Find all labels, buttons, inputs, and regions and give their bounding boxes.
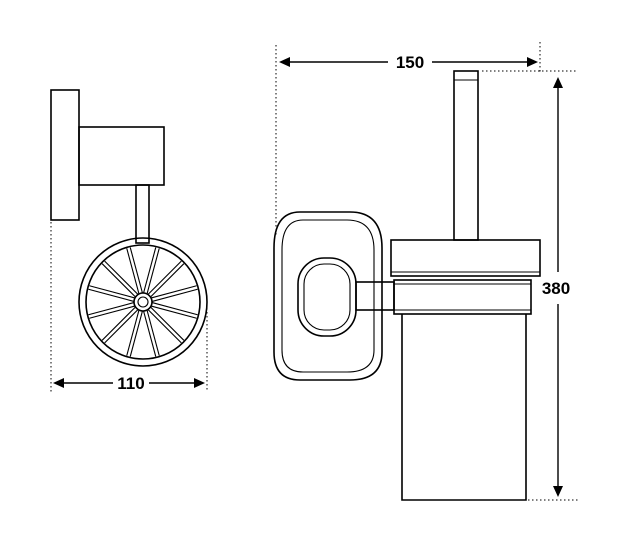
side-spoke-6-1: [88, 288, 134, 302]
side-spoke-0-0: [151, 305, 197, 319]
side-view: [50, 89, 208, 392]
side-spoke-4-0: [101, 306, 136, 341]
side-spoke-7-1: [101, 263, 136, 298]
side-spoke-5-0: [88, 302, 134, 316]
side-ring-inner: [85, 244, 201, 360]
dim-380-arrow-bottom: [553, 486, 563, 497]
front-cup: [401, 314, 527, 501]
side-ring-outer: [78, 237, 208, 367]
front-wall-plate-inner: [281, 219, 375, 373]
dimension-height-front: 380: [542, 77, 570, 497]
side-spoke-0-1: [152, 302, 198, 316]
dim-380-arrow-top: [553, 77, 563, 88]
side-spoke-11-0: [152, 288, 198, 302]
side-hub: [133, 292, 153, 312]
dim-110-label: 110: [117, 374, 144, 393]
side-arm-block: [78, 126, 165, 186]
side-spoke-3-1: [129, 311, 143, 357]
dimension-width-side: 110: [53, 374, 205, 393]
dimension-width-front: 150: [279, 53, 538, 72]
side-spoke-9-0: [146, 248, 160, 294]
dim-150-arrow-left: [279, 57, 290, 67]
side-spoke-5-1: [89, 305, 135, 319]
front-boss-outer: [297, 257, 357, 337]
side-stem: [135, 184, 150, 244]
dim-110-arrow-right: [194, 378, 205, 388]
side-spokes: [88, 247, 198, 357]
front-view: [273, 42, 578, 501]
side-spoke-8-0: [129, 247, 143, 293]
side-spoke-2-0: [143, 311, 157, 357]
side-hub-inner: [137, 296, 149, 308]
side-wall-plate: [50, 89, 80, 221]
front-clamp-ring: [393, 279, 532, 315]
dim-110-arrow-left: [53, 378, 64, 388]
side-spoke-1-0: [147, 309, 182, 344]
side-spoke-2-1: [146, 310, 160, 356]
front-lid: [390, 239, 541, 277]
side-spoke-3-0: [126, 310, 140, 356]
dim-380-label: 380: [542, 279, 570, 298]
dim-150-arrow-right: [527, 57, 538, 67]
dim-150-label: 150: [396, 53, 424, 72]
side-spoke-10-0: [150, 263, 185, 298]
front-brush-handle: [453, 70, 479, 241]
side-spoke-8-1: [126, 248, 140, 294]
front-boss-inner: [303, 263, 351, 331]
side-spoke-10-1: [147, 260, 182, 295]
side-spoke-6-0: [89, 285, 135, 299]
side-spoke-7-0: [104, 260, 139, 295]
front-wall-plate-outer: [273, 211, 383, 381]
side-spoke-4-1: [104, 309, 139, 344]
side-spoke-1-1: [150, 306, 185, 341]
front-connector-arm: [355, 281, 395, 311]
side-spoke-11-1: [151, 285, 197, 299]
side-spoke-9-1: [143, 247, 157, 293]
